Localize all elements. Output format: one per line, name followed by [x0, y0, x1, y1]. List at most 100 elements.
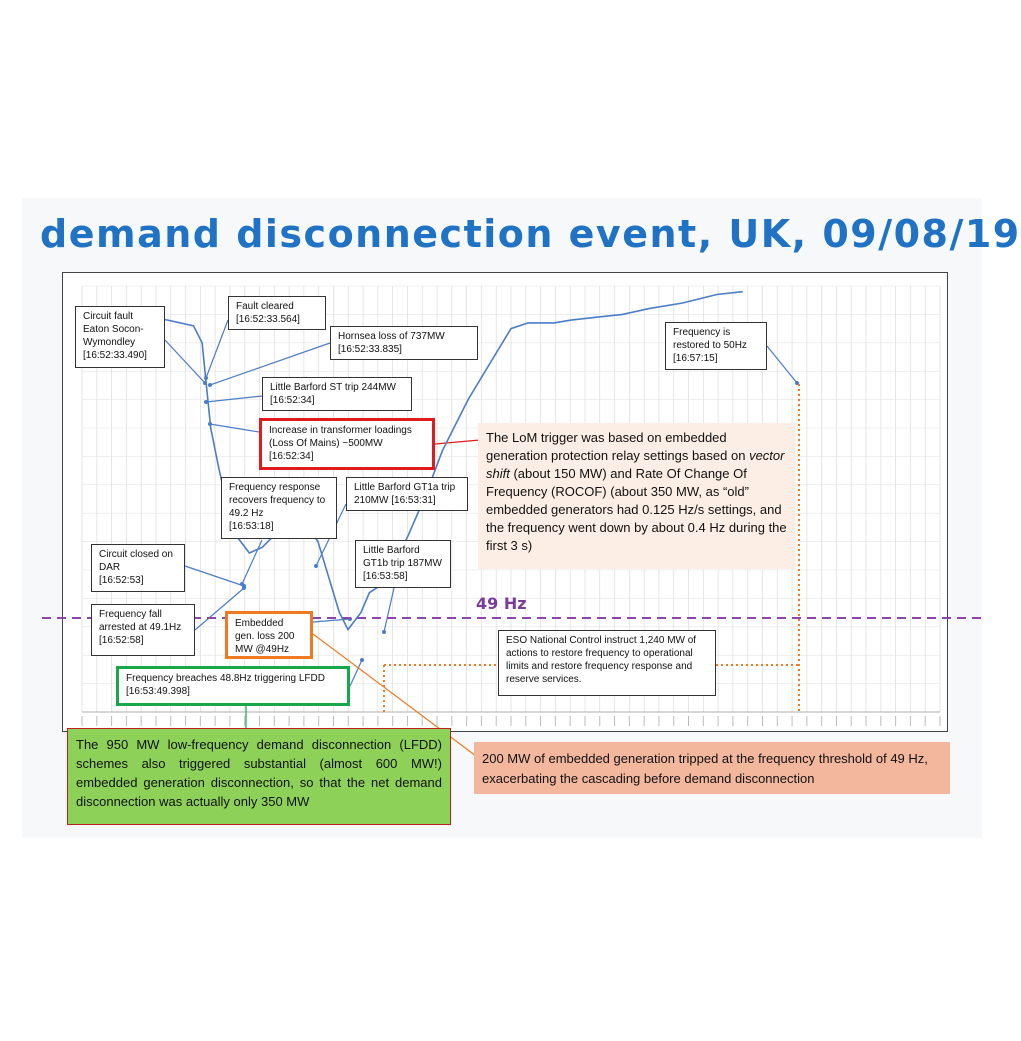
x-tick-mark: [939, 716, 941, 726]
annotation-line: Little Barford GT1a trip: [354, 482, 456, 493]
annotation-line: arrested at 49.1Hz: [99, 622, 182, 633]
x-tick-mark: [540, 716, 542, 726]
annotation-leader-line: [312, 618, 351, 623]
annotation-line: [16:52:33.835]: [338, 344, 402, 355]
x-tick-mark: [584, 716, 586, 726]
x-tick-mark: [288, 716, 290, 726]
x-tick-mark: [599, 716, 601, 726]
annotation-leader-tip: [208, 383, 212, 387]
annotation-line: restored to 50Hz: [673, 340, 747, 351]
annotation-line: ESO National Control instruct 1,240 MW o…: [506, 635, 697, 646]
annotation-leader-line: [349, 659, 363, 687]
annotation-line: [16:52:58]: [99, 635, 144, 646]
x-tick-mark: [244, 716, 246, 726]
annotation-gt1a-trip: Little Barford GT1a trip 210MW [16:53:31…: [346, 477, 468, 511]
annotation-line: Increase in transformer loadings: [269, 425, 412, 436]
x-tick-mark: [229, 716, 231, 726]
annotation-line: Little Barford ST trip 244MW: [270, 382, 396, 393]
annotation-line: [16:52:33.564]: [236, 314, 300, 325]
annotation-leader-line: [184, 565, 245, 587]
annotation-line: [16:53:49.398]: [126, 686, 190, 697]
annotation-frequency-fall: Frequency fall arrested at 49.1Hz [16:52…: [91, 604, 195, 656]
x-tick-mark: [199, 716, 201, 726]
x-tick-mark: [776, 716, 778, 726]
annotation-fault-cleared: Fault cleared [16:52:33.564]: [228, 296, 326, 330]
x-tick-mark: [658, 716, 660, 726]
x-tick-mark: [347, 716, 349, 726]
annotation-line: [16:53:58]: [363, 571, 408, 582]
x-tick-mark: [569, 716, 571, 726]
x-tick-mark: [850, 716, 852, 726]
annotation-lfdd-breach: Frequency breaches 48.8Hz triggering LFD…: [116, 666, 350, 706]
annotation-line: [16:52:34]: [270, 395, 315, 406]
x-tick-mark: [909, 716, 911, 726]
x-tick-mark: [273, 716, 275, 726]
x-tick-mark: [806, 716, 808, 726]
x-tick-mark: [880, 716, 882, 726]
x-tick-mark: [406, 716, 408, 726]
annotation-leader-tip: [204, 400, 208, 404]
x-tick-mark: [747, 716, 749, 726]
annotation-leader-tip: [382, 630, 386, 634]
note-text: The LoM trigger was based on embedded ge…: [486, 430, 750, 463]
annotation-line: Circuit fault: [83, 311, 134, 322]
annotation-embedded-gen-loss: Embedded gen. loss 200 MW @49Hz: [225, 611, 313, 659]
threshold-label: 49 Hz: [476, 594, 527, 613]
annotation-line: [16:52:53]: [99, 575, 144, 586]
annotation-line: (Loss Of Mains) ~500MW: [269, 438, 383, 449]
annotation-line: Frequency response: [229, 482, 321, 493]
annotation-leader-line: [209, 423, 260, 433]
annotation-leader-tip: [314, 564, 318, 568]
x-tick-mark: [525, 716, 527, 726]
annotation-little-barford-st-trip: Little Barford ST trip 244MW [16:52:34]: [262, 377, 412, 411]
x-tick-mark: [436, 716, 438, 726]
annotation-line: 49.2 Hz: [229, 508, 264, 519]
annotation-frequency-restored: Frequency is restored to 50Hz [16:57:15]: [665, 322, 767, 370]
x-tick-mark: [125, 716, 127, 726]
annotation-line: [16:57:15]: [673, 353, 718, 364]
x-tick-mark: [451, 716, 453, 726]
annotation-line: Little Barford: [363, 545, 420, 556]
annotation-leader-line: [205, 319, 229, 379]
x-tick-mark: [821, 716, 823, 726]
x-tick-mark: [791, 716, 793, 726]
x-tick-mark: [362, 716, 364, 726]
x-tick-mark: [510, 716, 512, 726]
x-tick-mark: [259, 716, 261, 726]
note-lfdd: The 950 MW low-frequency demand disconne…: [67, 728, 451, 825]
x-tick-mark: [111, 716, 113, 726]
annotation-line: limits and restore frequency response an…: [506, 661, 693, 672]
annotation-line: [16:52:34]: [269, 451, 314, 462]
x-tick-mark: [702, 716, 704, 726]
x-tick-mark: [170, 716, 172, 726]
annotation-line: DAR: [99, 562, 121, 573]
annotation-eso-national-control: ESO National Control instruct 1,240 MW o…: [498, 630, 716, 696]
note-text-italic: vector shift: [486, 448, 785, 481]
note-text: (about 150 MW) and Rate Of Change Of Fre…: [486, 466, 787, 553]
annotation-line: MW @49Hz: [235, 644, 290, 655]
annotation-line: reserve services.: [506, 674, 582, 685]
annotation-line: Frequency is: [673, 327, 731, 338]
annotation-line: Fault cleared: [236, 301, 294, 312]
annotation-line: Hornsea loss of 737MW: [338, 331, 445, 342]
x-tick-mark: [214, 716, 216, 726]
x-tick-mark: [140, 716, 142, 726]
annotation-hornsea-loss: Hornsea loss of 737MW [16:52:33.835]: [330, 326, 478, 360]
x-tick-mark: [895, 716, 897, 726]
annotation-line: Eaton Socon-: [83, 324, 144, 335]
x-tick-mark: [865, 716, 867, 726]
annotation-leader-line: [209, 342, 331, 386]
frequency-series-line: [99, 290, 743, 632]
x-tick-mark: [480, 716, 482, 726]
x-tick-mark: [495, 716, 497, 726]
annotation-leader-line: [241, 539, 263, 585]
annotation-line: Embedded: [235, 618, 284, 629]
x-tick-mark: [185, 716, 187, 726]
annotation-line: Frequency breaches 48.8Hz triggering LFD…: [126, 673, 325, 684]
x-tick-mark: [466, 716, 468, 726]
annotation-leader-line: [383, 587, 395, 633]
annotation-leader-tip: [242, 586, 246, 590]
annotation-circuit-closed: Circuit closed on DAR [16:52:53]: [91, 544, 185, 592]
annotation-transformer-loadings: Increase in transformer loadings (Loss O…: [259, 418, 435, 470]
annotation-leader-line: [205, 395, 263, 403]
